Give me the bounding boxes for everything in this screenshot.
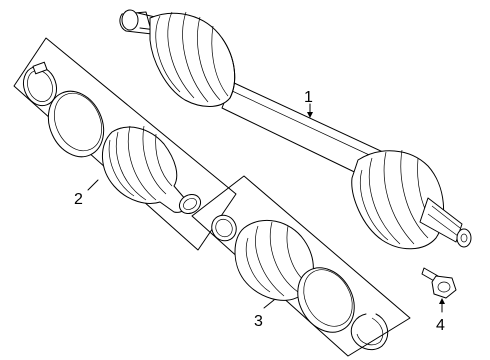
- inner-cv-joint: [351, 149, 472, 250]
- callout-4: 4: [436, 317, 445, 334]
- clamp-band-icon: [22, 61, 58, 107]
- callout-3: 3: [254, 313, 263, 330]
- seal-ring-icon: [47, 90, 105, 158]
- leader-lines: [87, 103, 445, 313]
- outer-boot-kit-panel: [13, 37, 237, 251]
- callout-2: 2: [74, 191, 83, 208]
- bolt-icon: [421, 267, 457, 299]
- inner-small-clamp-icon: [211, 214, 237, 242]
- callout-1: 1: [304, 89, 313, 106]
- outer-cv-joint: [119, 9, 236, 107]
- small-clamp-icon: [178, 193, 202, 215]
- inner-boot-kit-panel: [191, 175, 411, 357]
- axle-shaft-assembly: [119, 9, 472, 250]
- boot-bellows-icon: [101, 125, 187, 213]
- snap-ring-icon: [350, 313, 389, 351]
- large-ring-icon: [297, 267, 355, 333]
